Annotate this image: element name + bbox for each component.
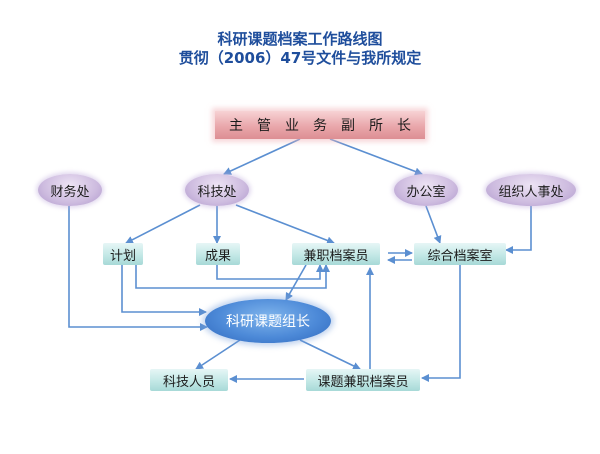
arrow-director-to-tech	[223, 138, 301, 175]
arrow-tech-to-archivist	[235, 204, 335, 245]
arrow-plan-to-archivist	[135, 264, 330, 289]
arrow-leader-to-proj-archivist	[299, 339, 361, 370]
node-office: 办公室	[394, 174, 458, 206]
node-plan: 计划	[103, 243, 143, 265]
node-central-archive: 综合档案室	[414, 243, 506, 265]
arrow-office-to-central	[425, 205, 442, 244]
node-hr: 组织人事处	[486, 174, 576, 206]
arrow-plan-to-leader	[121, 265, 207, 316]
arrow-result-to-archivist	[216, 264, 324, 280]
node-director: 主管业务副所长	[215, 111, 425, 139]
node-project-leader: 科研课题组长	[205, 299, 331, 343]
arrow-director-to-office	[329, 138, 423, 176]
arrow-finance-to-leader	[68, 206, 208, 331]
arrow-hr-to-central	[505, 206, 532, 254]
arrow-leader-to-staff	[195, 339, 241, 370]
node-part-time-archivist: 兼职档案员	[292, 243, 380, 265]
node-finance: 财务处	[38, 174, 102, 206]
node-tech-staff: 科技人员	[150, 369, 228, 391]
node-project-archivist: 课题兼职档案员	[306, 369, 420, 391]
arrow-tech-to-plan	[125, 204, 201, 244]
diagram-title: 科研课题档案工作路线图	[217, 30, 383, 48]
diagram-subtitle: 贯彻（2006）47号文件与我所规定	[178, 49, 422, 67]
node-tech-dept: 科技处	[185, 174, 249, 206]
arrow-central-to-proj-archivist	[421, 265, 461, 382]
arrow-archivist-to-leader	[285, 264, 307, 301]
node-result: 成果	[196, 243, 240, 265]
